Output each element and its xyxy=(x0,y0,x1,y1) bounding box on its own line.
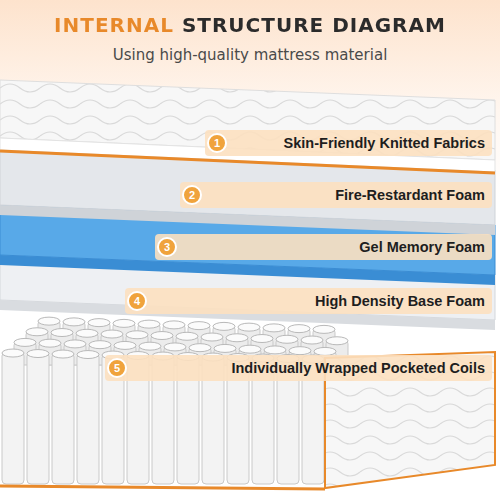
layer-label-band: 2 Fire-Restardant Foam xyxy=(180,182,492,208)
coil-top xyxy=(189,344,211,352)
coil-top xyxy=(263,324,285,332)
coil-top xyxy=(264,346,286,354)
coil-top xyxy=(288,325,310,333)
layer-name: High Density Base Foam xyxy=(315,293,485,309)
layer-name: Fire-Restardant Foam xyxy=(335,187,485,203)
pocketed-coil xyxy=(2,349,24,484)
coil-top xyxy=(151,332,173,340)
coil-top xyxy=(201,333,223,341)
layer-name: Gel Memory Foam xyxy=(359,239,485,255)
coil-top xyxy=(89,341,111,349)
layer-label-band: 3 Gel Memory Foam xyxy=(155,234,492,260)
coil-top xyxy=(188,322,210,330)
pocketed-coil xyxy=(77,351,99,484)
coil-top xyxy=(289,347,311,355)
coil-top xyxy=(239,345,261,353)
diagram-caption: Using high-quality mattress material xyxy=(0,46,500,64)
coil-top xyxy=(138,320,160,328)
coil-top xyxy=(313,325,335,333)
coil-body xyxy=(52,353,74,484)
callout-number: 3 xyxy=(157,237,177,257)
callout-number: 2 xyxy=(182,185,202,205)
coil-top xyxy=(63,318,85,326)
coil-top xyxy=(251,335,273,343)
callout-number: 5 xyxy=(107,358,127,378)
coil-body xyxy=(2,352,24,484)
coil-top xyxy=(77,351,99,359)
coil-top xyxy=(301,336,323,344)
bottom-trim xyxy=(0,486,325,489)
callout-number: 1 xyxy=(207,133,227,153)
coil-top xyxy=(126,331,148,339)
coil-top xyxy=(276,335,298,343)
coil-top xyxy=(238,323,260,331)
coil-top xyxy=(213,322,235,330)
coil-top xyxy=(26,328,48,336)
coil-layer xyxy=(2,317,348,484)
coil-top xyxy=(88,319,110,327)
pocketed-coil xyxy=(52,350,74,484)
coil-top xyxy=(52,350,74,358)
layer-name: Individually Wrapped Pocketed Coils xyxy=(231,360,485,376)
coil-top xyxy=(101,330,123,338)
pocketed-coil xyxy=(27,350,49,484)
layer-label-band: 4 High Density Base Foam xyxy=(125,288,492,314)
coil-top xyxy=(14,338,36,346)
layer-name: Skin-Friendly Knitted Fabrics xyxy=(284,135,485,151)
layer-label-band: 5 Individually Wrapped Pocketed Coils xyxy=(105,355,492,381)
coil-body xyxy=(77,354,99,484)
coil-top xyxy=(139,342,161,350)
layer-label-band: 1 Skin-Friendly Knitted Fabrics xyxy=(205,130,492,156)
coil-top xyxy=(113,319,135,327)
coil-top xyxy=(2,349,24,357)
coil-top xyxy=(76,329,98,337)
coil-top xyxy=(226,334,248,342)
coil-top xyxy=(163,321,185,329)
fire-foam-edge xyxy=(0,205,495,235)
coil-top xyxy=(214,344,236,352)
diagram-title: INTERNAL STRUCTURE DIAGRAM xyxy=(0,13,500,37)
coil-body xyxy=(27,353,49,484)
coil-top xyxy=(114,341,136,349)
coil-top xyxy=(51,329,73,337)
callout-number: 4 xyxy=(127,291,147,311)
coil-top xyxy=(38,317,60,325)
coil-top xyxy=(326,337,348,345)
coil-top xyxy=(164,343,186,351)
coil-top xyxy=(27,350,49,358)
coil-top xyxy=(176,332,198,340)
coil-top xyxy=(64,340,86,348)
coil-top xyxy=(39,339,61,347)
